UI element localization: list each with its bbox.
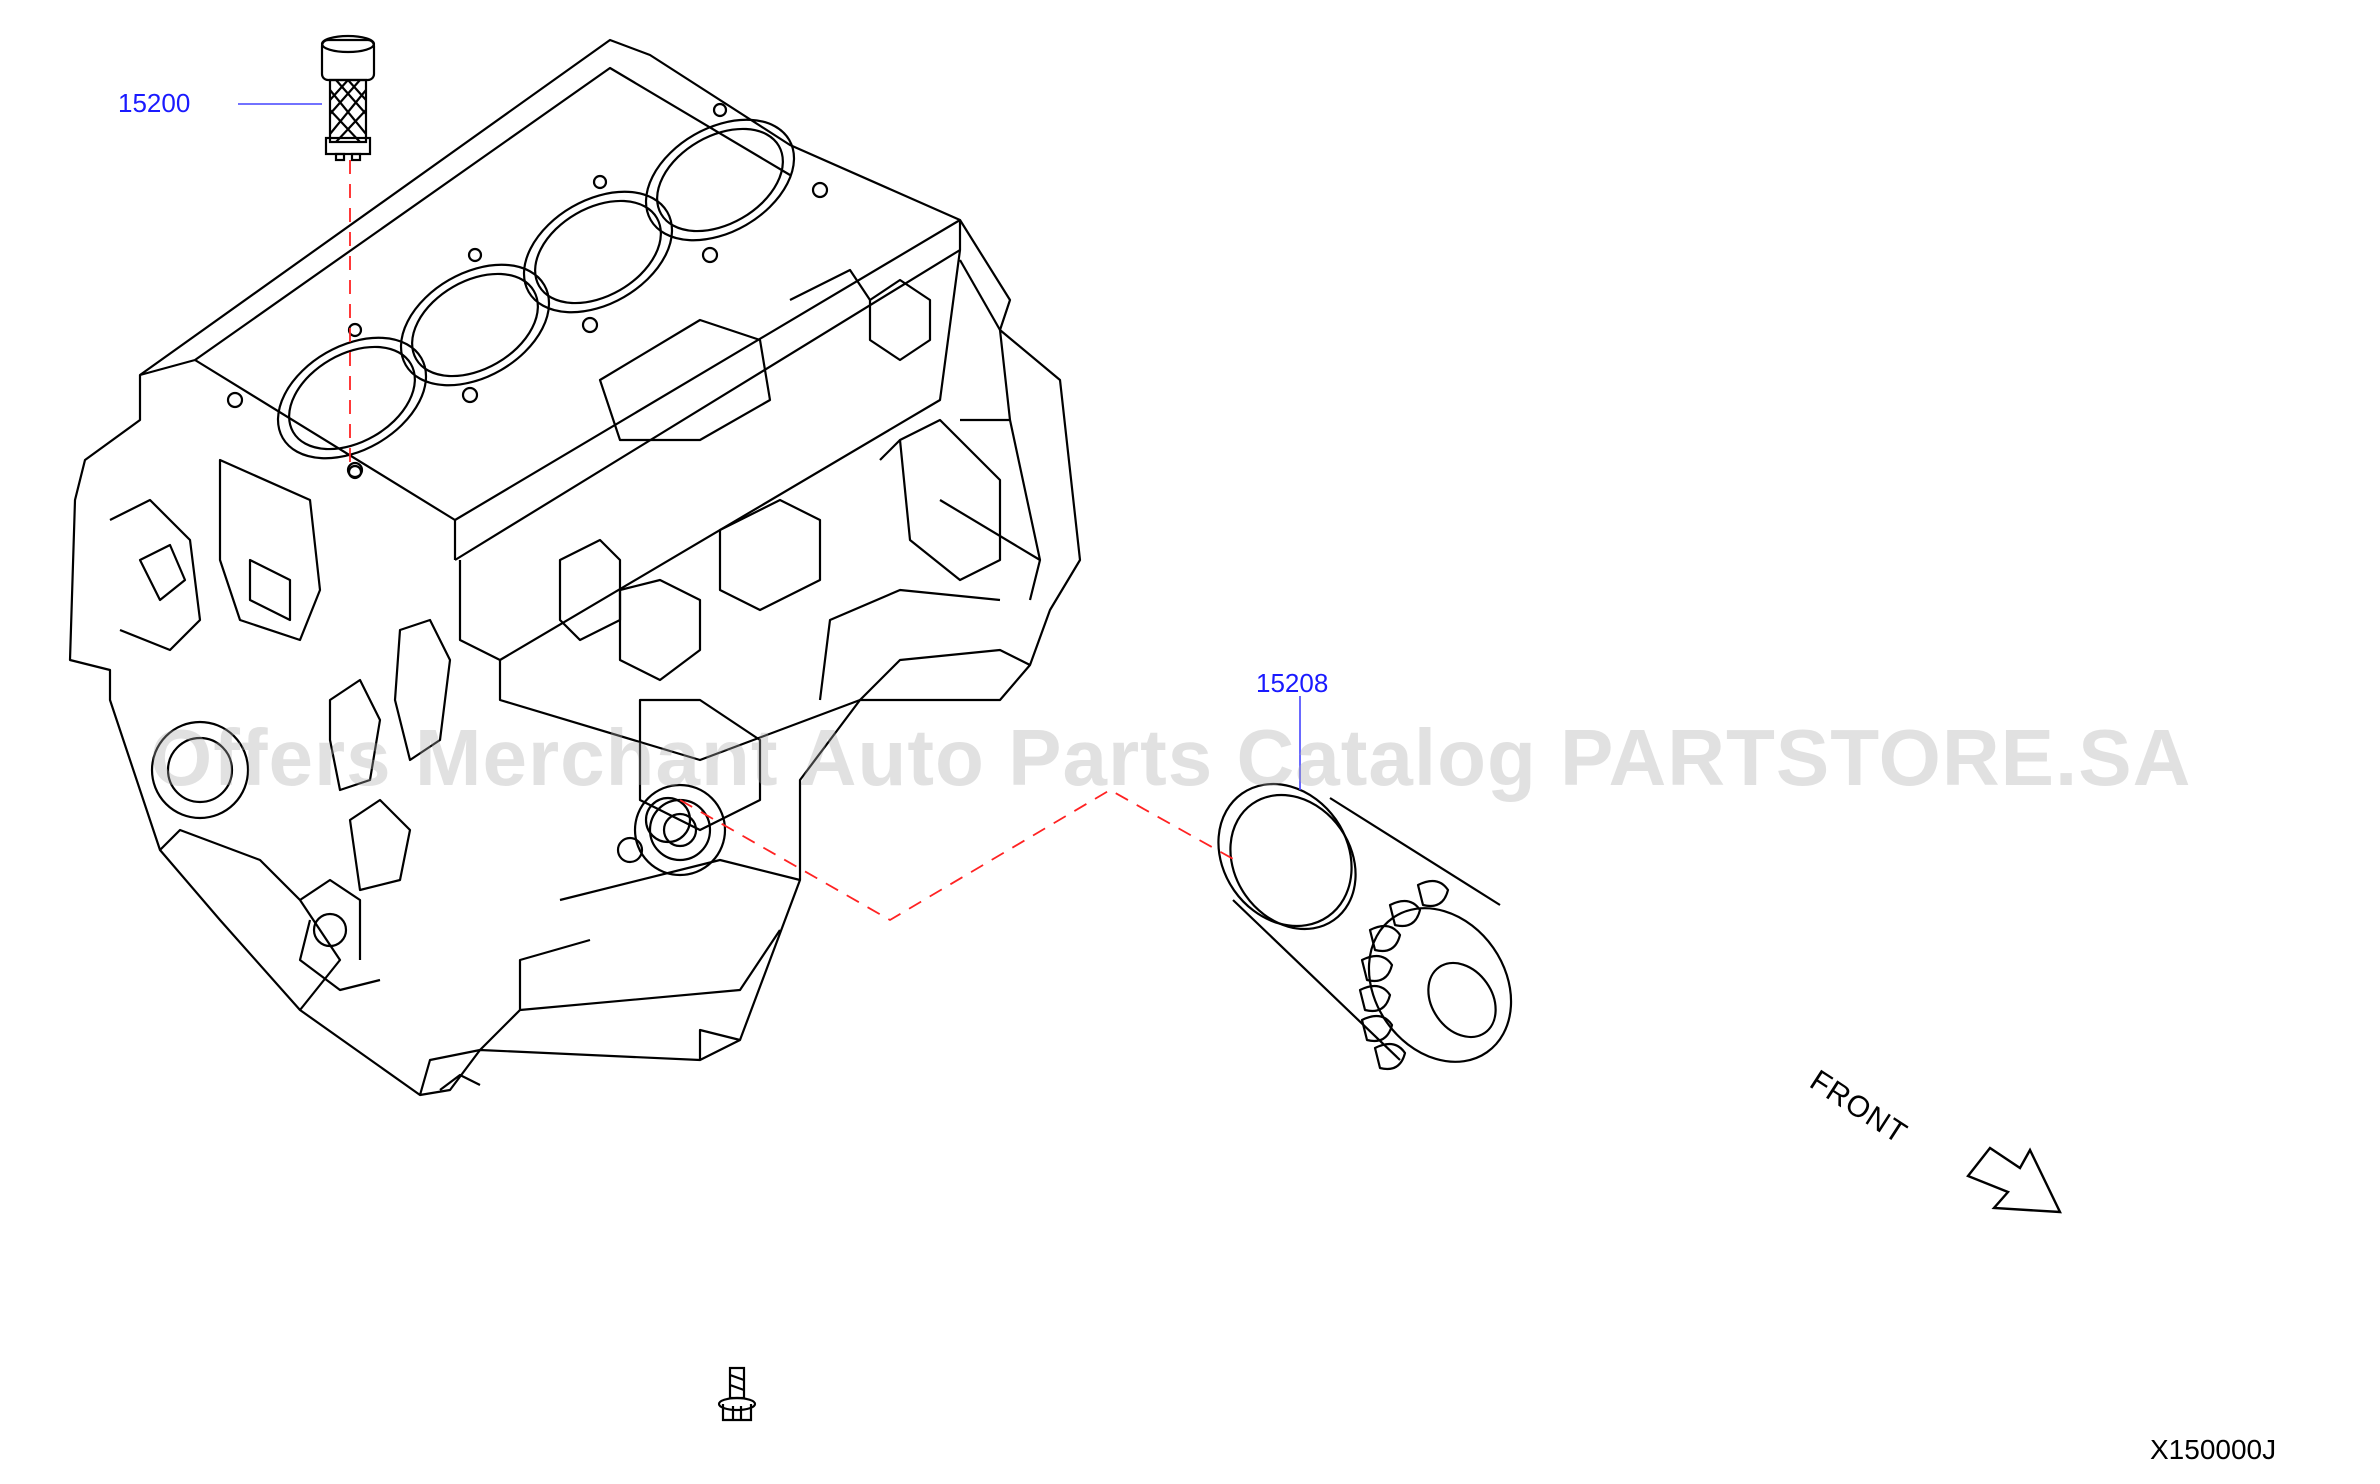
callout-part-15208[interactable]: 15208 [1256, 668, 1329, 698]
callout-leader-lines [238, 103, 1301, 790]
oil-filter-part-drawing [1217, 782, 1513, 1071]
engine-block-drawing [68, 38, 1082, 1097]
watermark-text: Offers Merchant Auto Parts Catalog PARTS… [150, 713, 2192, 802]
bolt-part-drawing [717, 1366, 757, 1422]
diagram-code: X150000J [2150, 1434, 2277, 1465]
callout-part-15200[interactable]: 15200 [118, 88, 191, 118]
assembly-dashed-lines [349, 160, 1236, 922]
oil-strainer-part-drawing [320, 34, 376, 162]
front-direction-arrow-icon [1966, 1146, 2062, 1214]
